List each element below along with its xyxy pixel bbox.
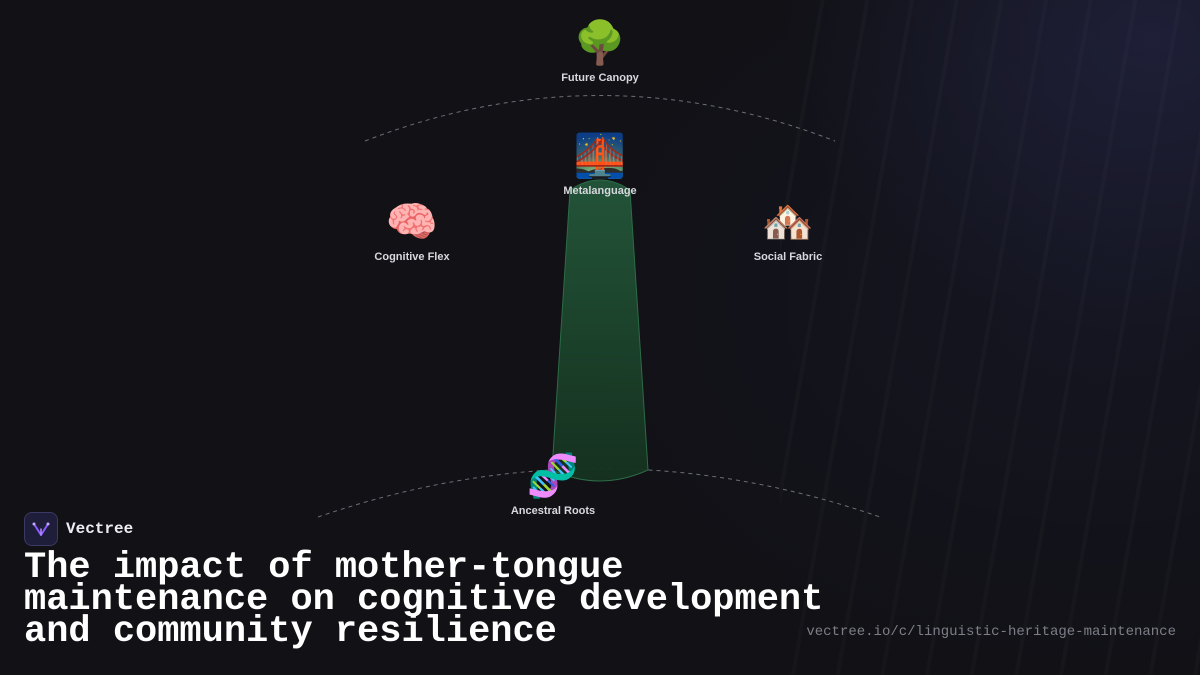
node-ancestral-roots[interactable]: 🧬 Ancestral Roots — [483, 451, 623, 517]
node-metalanguage[interactable]: 🌉 Metalanguage — [530, 131, 670, 197]
brain-icon: 🧠 — [385, 198, 439, 245]
node-cognitive-flex[interactable]: 🧠 Cognitive Flex — [342, 197, 482, 263]
page-title: The impact of mother-tongue maintenance … — [24, 547, 824, 653]
node-label: Cognitive Flex — [374, 251, 450, 263]
trunk — [551, 179, 649, 482]
brand[interactable]: Vectree — [24, 512, 133, 546]
node-label: Future Canopy — [561, 72, 639, 84]
page-url[interactable]: vectree.io/c/linguistic-heritage-mainten… — [806, 624, 1176, 640]
lower-arc — [317, 468, 881, 518]
node-label: Ancestral Roots — [510, 505, 596, 517]
node-future-canopy[interactable]: 🌳 Future Canopy — [530, 18, 670, 84]
vectree-logo-icon — [24, 512, 58, 546]
dna-icon: 🧬 — [526, 452, 580, 499]
tree-icon: 🌳 — [573, 19, 627, 66]
node-social-fabric[interactable]: 🏘️ Social Fabric — [718, 197, 858, 263]
node-label: Metalanguage — [563, 185, 637, 197]
node-label: Social Fabric — [753, 251, 823, 263]
bridge-icon: 🌉 — [573, 132, 627, 179]
houses-icon: 🏘️ — [761, 198, 815, 245]
upper-arc — [364, 95, 836, 142]
brand-name: Vectree — [66, 520, 134, 538]
